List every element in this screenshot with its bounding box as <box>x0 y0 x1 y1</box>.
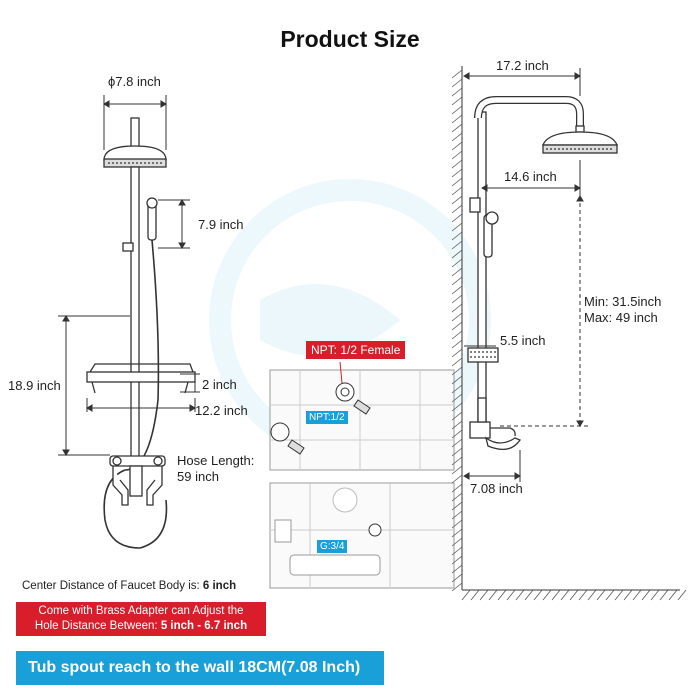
arm-reach-label: 17.2 inch <box>496 58 549 73</box>
center-distance-value: 6 inch <box>202 580 237 592</box>
right-dimension-lines <box>463 68 590 482</box>
shelf-height-label: 18.9 inch <box>8 378 61 393</box>
adapter-line-2: Hole Distance Between: 5 inch - 6.7 inch <box>16 619 266 634</box>
wall <box>461 66 680 591</box>
holder-reach-label: 14.6 inch <box>504 169 557 184</box>
center-distance-note: Center Distance of Faucet Body is: 6 inc… <box>22 580 236 592</box>
height-min-label: Min: 31.5inch <box>584 294 662 309</box>
adapter-line-1: Come with Brass Adapter can Adjust the <box>38 605 244 617</box>
adapter-line-2-value: 5 inch - 6.7 inch <box>160 620 248 632</box>
hose-length-value: 59 inch <box>177 469 219 484</box>
adapter-note-box: Come with Brass Adapter can Adjust the H… <box>16 602 266 636</box>
page-title: Product Size <box>280 26 420 52</box>
npt-inset <box>269 361 455 471</box>
basket-offset-label: 5.5 inch <box>500 333 546 348</box>
left-shower-drawing <box>86 117 196 549</box>
hose-length-label: Hose Length: <box>177 453 255 468</box>
npt-female-tag: NPT: 1/2 Female <box>306 341 406 359</box>
spout-reach-banner: Tub spout reach to the wall 18CM(7.08 In… <box>16 651 384 685</box>
diameter-label: ϕ7.8 inch <box>108 74 161 89</box>
handheld-height-label: 7.9 inch <box>198 217 244 232</box>
right-shower-drawing <box>467 96 618 451</box>
center-distance-prefix: Center Distance of Faucet Body is: <box>22 580 203 592</box>
adapter-line-2-prefix: Hole Distance Between: <box>34 620 161 632</box>
shelf-thickness-label: 2 inch <box>202 377 237 392</box>
shelf-width-label: 12.2 inch <box>195 403 248 418</box>
wall-hatching <box>451 69 687 601</box>
g34-tag: G:3/4 <box>317 540 348 553</box>
npt-tag: NPT:1/2 <box>306 411 348 424</box>
left-dimension-lines <box>58 95 200 456</box>
spout-reach-label: 7.08 inch <box>470 481 523 496</box>
g34-inset <box>269 482 455 589</box>
height-max-label: Max: 49 inch <box>584 310 658 325</box>
